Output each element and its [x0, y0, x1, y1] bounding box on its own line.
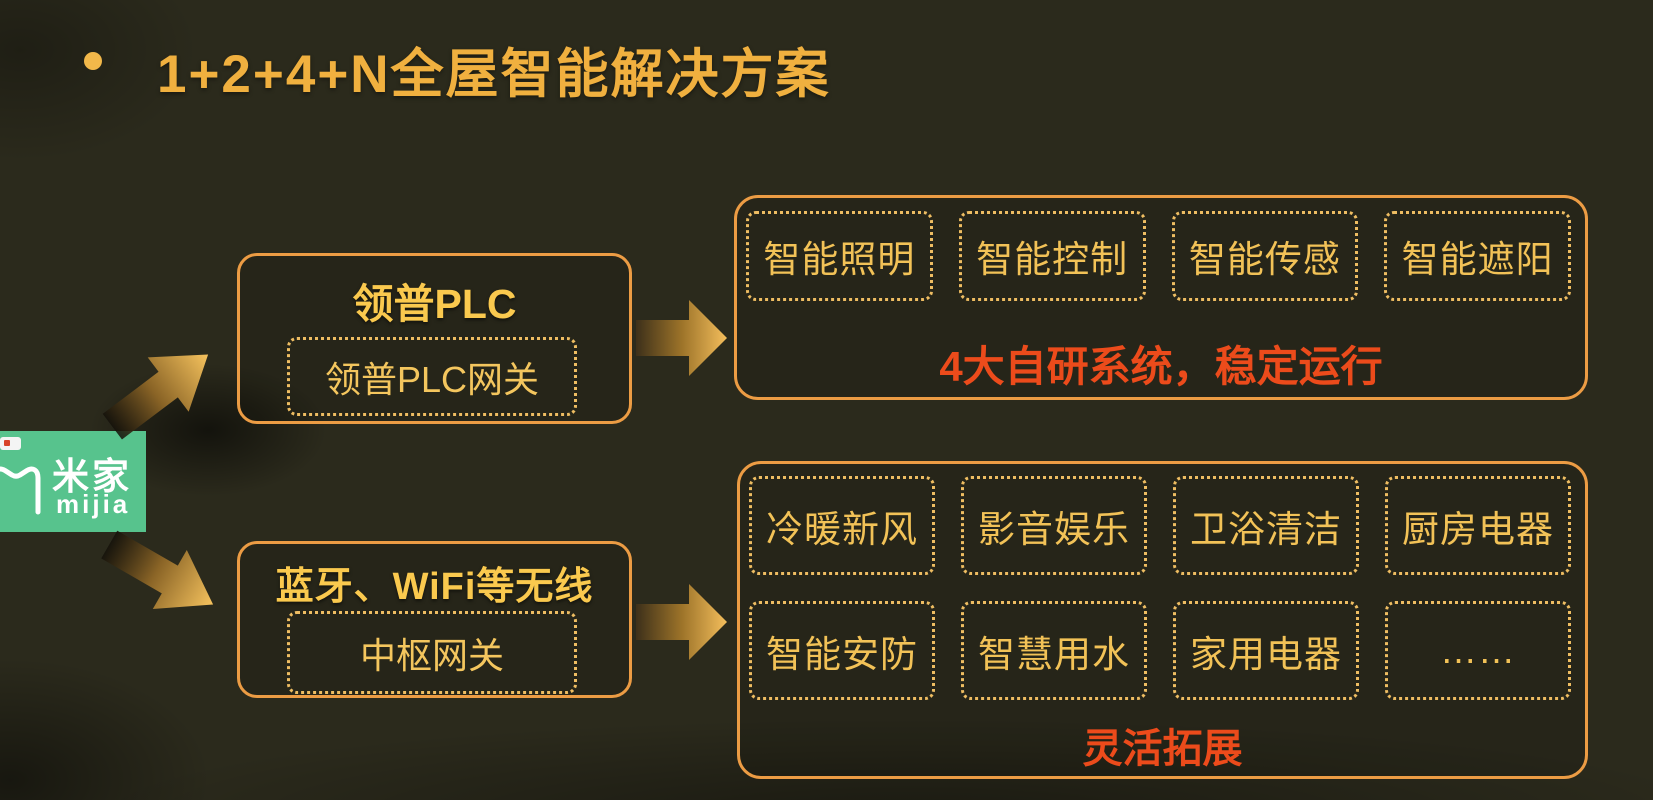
- expand-label: 影音娱乐: [978, 508, 1130, 550]
- expand-cell: ……: [1385, 601, 1571, 700]
- system-cell: 智能传感: [1171, 211, 1359, 301]
- watermark-chip: [0, 437, 21, 450]
- logo-name-en: mijia: [56, 489, 131, 519]
- arrow-up-right-icon: [102, 354, 209, 440]
- plc-gateway-box: 领普PLC网关: [287, 337, 577, 416]
- system-label: 智能照明: [763, 239, 916, 280]
- expand-label: 智慧用水: [978, 633, 1130, 675]
- expand-label: 厨房电器: [1402, 508, 1554, 550]
- plc-gateway-label: 领普PLC网关: [324, 358, 540, 400]
- expand-label: 冷暖新风: [766, 508, 918, 550]
- logo-name-cn: 米家: [52, 456, 132, 497]
- plc-hub-title: 领普PLC: [352, 281, 517, 327]
- expand-label: 家用电器: [1190, 633, 1342, 675]
- plc-hub-box: 领普PLC 领普PLC网关: [237, 253, 632, 424]
- expand-cell: 厨房电器: [1385, 476, 1571, 575]
- expand-panel: 冷暖新风 影音娱乐 卫浴清洁 厨房电器 智能安防 智慧用水 家用电器 …… 灵活…: [737, 461, 1588, 779]
- wireless-hub-title: 蓝牙、WiFi等无线: [275, 566, 594, 608]
- expand-label: 卫浴清洁: [1190, 508, 1342, 550]
- hub-gateway-box: 中枢网关: [287, 611, 577, 694]
- wireless-hub-box: 蓝牙、WiFi等无线 中枢网关: [237, 541, 632, 698]
- expand-cell: 卫浴清洁: [1173, 476, 1359, 575]
- expand-cell: 家用电器: [1173, 601, 1359, 700]
- systems-panel: 智能照明 智能控制 智能传感 智能遮阳 4大自研系统，稳定运行: [734, 195, 1588, 400]
- system-cell: 智能照明: [746, 211, 933, 301]
- system-label: 智能遮阳: [1401, 239, 1554, 280]
- expand-row: 冷暖新风 影音娱乐 卫浴清洁 厨房电器: [749, 476, 1571, 575]
- expand-caption: 灵活拓展: [1082, 727, 1243, 771]
- expand-cell: 智能安防: [749, 601, 935, 700]
- title-bullet-icon: [84, 52, 102, 70]
- expand-cell: 智慧用水: [961, 601, 1147, 700]
- arrow-down-right-icon: [101, 530, 214, 609]
- expand-label: ……: [1440, 629, 1516, 671]
- system-label: 智能传感: [1188, 239, 1341, 280]
- arrow-right-icon: [636, 300, 727, 376]
- system-label: 智能控制: [976, 239, 1129, 280]
- mijia-logo: 米家 mijia: [0, 431, 146, 532]
- system-cell: 智能控制: [958, 211, 1146, 301]
- systems-row: 智能照明 智能控制 智能传感 智能遮阳: [746, 211, 1571, 301]
- expand-label: 智能安防: [766, 633, 918, 675]
- page-title: 1+2+4+N全屋智能解决方案: [157, 45, 831, 104]
- systems-caption: 4大自研系统，稳定运行: [939, 343, 1383, 390]
- expand-row: 智能安防 智慧用水 家用电器 ……: [749, 601, 1571, 700]
- expand-cell: 冷暖新风: [749, 476, 935, 575]
- arrow-right-icon: [636, 584, 727, 660]
- expand-cell: 影音娱乐: [961, 476, 1147, 575]
- system-cell: 智能遮阳: [1384, 211, 1571, 301]
- mijia-mascot-icon: [0, 466, 41, 515]
- hub-gateway-label: 中枢网关: [359, 634, 504, 676]
